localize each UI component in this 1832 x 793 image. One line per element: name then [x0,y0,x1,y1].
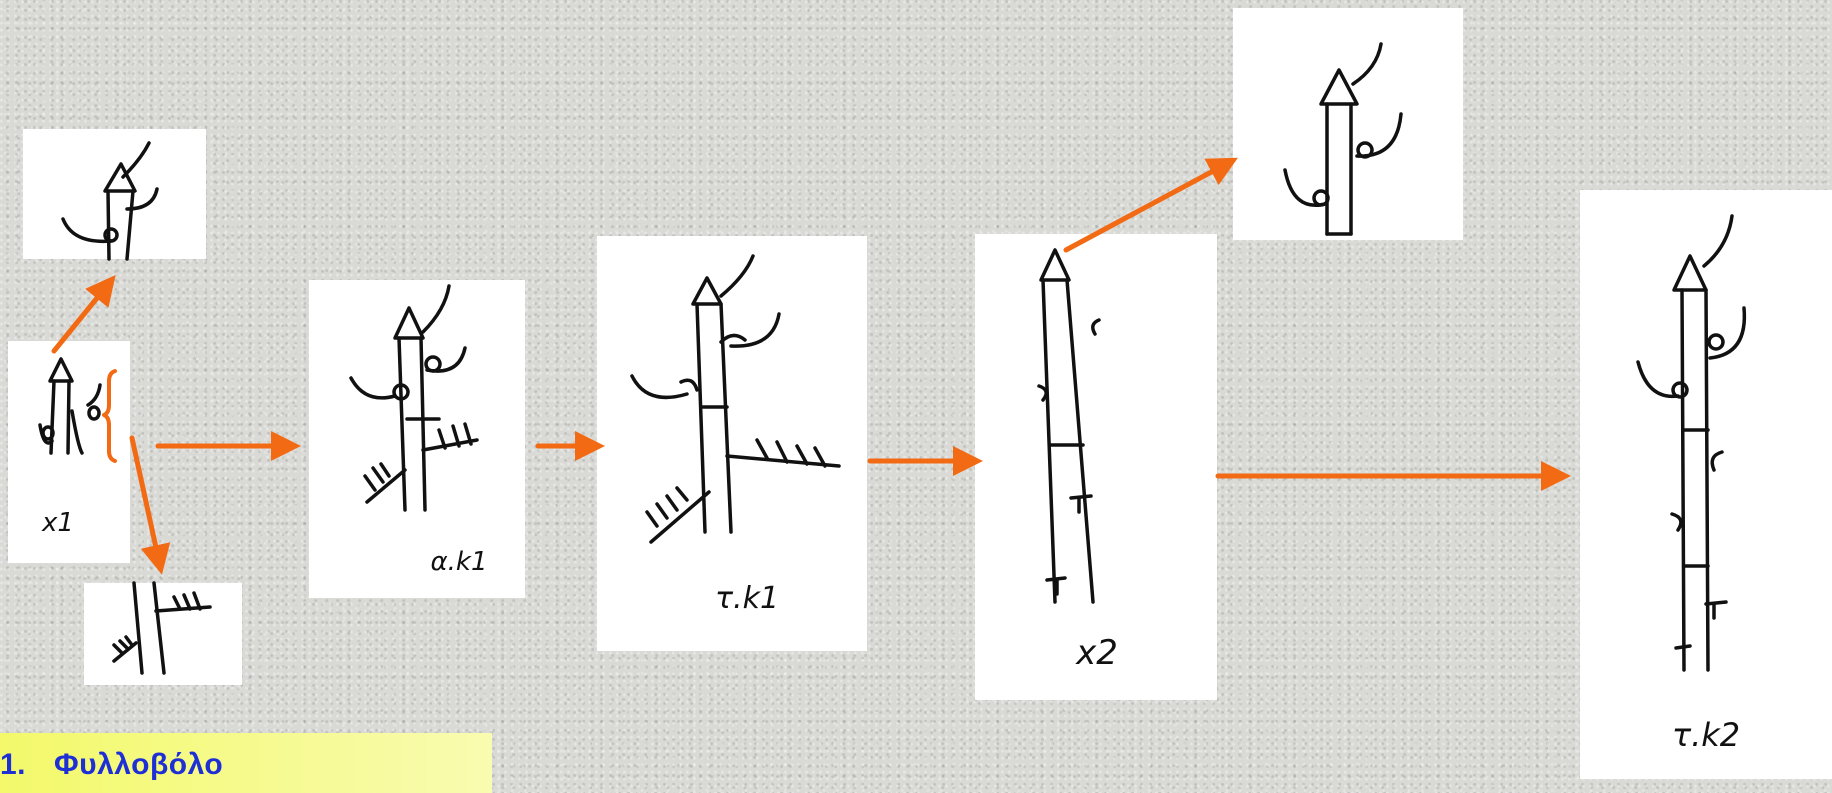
title-number: 1. [0,748,26,781]
title: 1. Φυλλοβόλο [0,748,492,782]
arrow-x1-to-bottom [132,438,160,566]
arrow-x2-to-top-right [1066,162,1230,250]
title-text: Φυλλοβόλο [54,748,223,781]
arrow-x1-to-top [54,282,110,351]
